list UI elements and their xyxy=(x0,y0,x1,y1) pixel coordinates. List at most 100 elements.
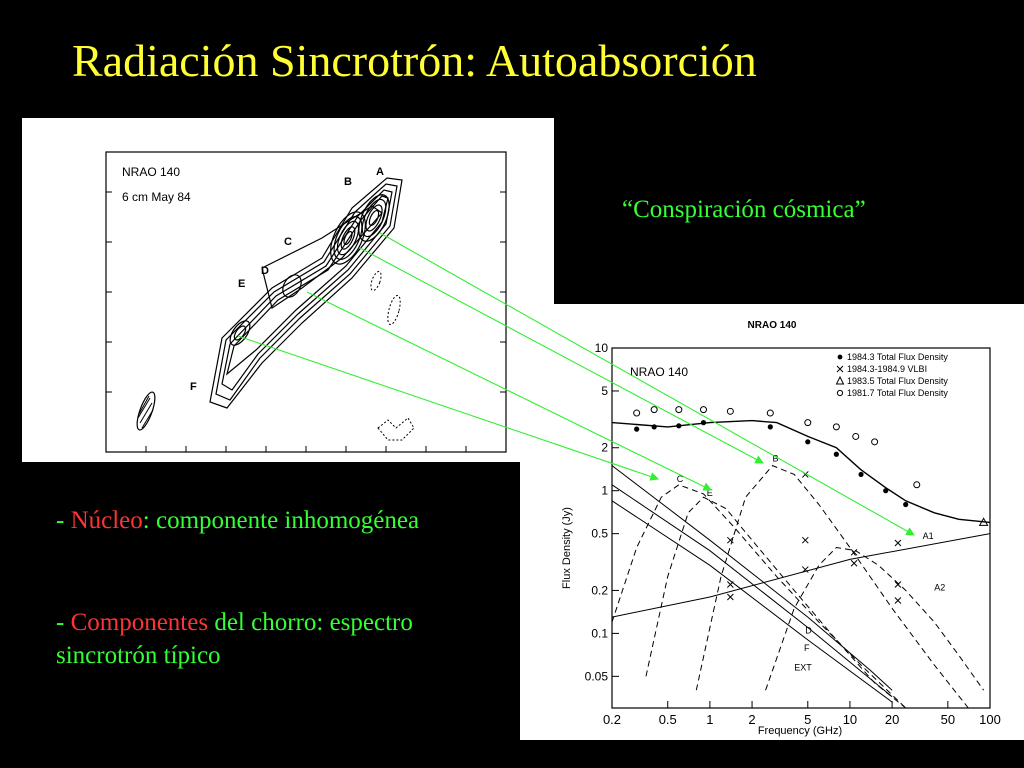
chart-inset-label: NRAO 140 xyxy=(630,365,688,379)
bullet-text: componente inhomogénea xyxy=(155,507,420,534)
point-vlbi-1984 xyxy=(801,566,809,573)
spectrum-figure: NRAO 140 NRAO 140 Frequency (GHz) Flux D… xyxy=(520,304,1024,740)
spectrum-chart: NRAO 140 NRAO 140 Frequency (GHz) Flux D… xyxy=(561,320,1001,737)
y-tick-label: 5 xyxy=(601,384,608,398)
point-total-1981-7 xyxy=(766,409,774,417)
y-tick-label: 1 xyxy=(601,484,608,498)
bullet-dash: - xyxy=(56,507,71,534)
point-total-1981-7 xyxy=(726,407,734,415)
radio-map-figure: NRAO 140 6 cm May 84 xyxy=(22,118,554,462)
legend-label: 1984.3-1984.9 VLBI xyxy=(847,364,927,374)
x-tick-label: 1 xyxy=(706,712,713,727)
component-label-B: B xyxy=(344,176,352,188)
x-tick-label: 20 xyxy=(885,712,899,727)
bullet-dash: - xyxy=(56,609,71,636)
point-total-1984-3 xyxy=(903,501,909,508)
point-total-1984-3 xyxy=(883,488,889,494)
point-total-1981-7 xyxy=(832,423,840,431)
series-total xyxy=(611,419,991,524)
curve-label-b: B xyxy=(773,454,779,464)
point-vlbi-1984 xyxy=(850,559,858,567)
point-vlbi-1984 xyxy=(894,581,902,588)
legend-label: 1983.5 Total Flux Density xyxy=(847,376,948,386)
curve-label-ext: EXT xyxy=(794,662,812,672)
point-total-1984-3 xyxy=(767,424,773,430)
jet-contours xyxy=(136,177,403,431)
point-vlbi-1984 xyxy=(801,536,809,544)
y-tick-label: 10 xyxy=(595,341,609,355)
series-d xyxy=(611,500,893,703)
point-total-1981-7 xyxy=(913,481,921,489)
point-total-1981-7 xyxy=(675,406,683,414)
curve-label-e: E xyxy=(707,488,713,498)
point-total-1981-7 xyxy=(650,406,658,414)
component-label-F: F xyxy=(190,381,197,393)
series-ext xyxy=(611,465,893,691)
y-tick-label: 0.2 xyxy=(591,583,608,597)
point-total-1981-7 xyxy=(804,419,812,427)
bullet-highlight: Componentes xyxy=(70,609,209,636)
legend-label: 1984.3 Total Flux Density xyxy=(847,352,948,362)
y-tick-label: 2 xyxy=(601,441,608,455)
point-vlbi-1984 xyxy=(727,581,734,588)
legend-marker-x xyxy=(836,365,844,373)
x-tick-label: 0.5 xyxy=(659,712,677,727)
curve-label-d: D xyxy=(805,625,812,635)
series-c xyxy=(611,484,907,709)
point-total-1984-3 xyxy=(651,424,657,430)
y-tick-label: 0.05 xyxy=(585,669,609,683)
point-vlbi-1984 xyxy=(801,471,809,478)
point-vlbi-1984 xyxy=(727,536,734,544)
point-total-1984-3 xyxy=(833,451,839,457)
x-axis-label: Frequency (GHz) xyxy=(758,725,842,737)
point-total-1984-3 xyxy=(700,420,707,426)
quote-text: “Conspiración cósmica” xyxy=(622,196,866,223)
point-total-1981-7 xyxy=(699,406,707,414)
point-total-1981-7 xyxy=(871,438,879,446)
x-tick-label: 50 xyxy=(941,712,955,727)
point-total-1984-3 xyxy=(634,426,640,432)
series-a1 xyxy=(611,533,991,618)
component-label-E: E xyxy=(238,278,245,290)
x-tick-label: 2 xyxy=(748,712,755,727)
series-a2 xyxy=(765,546,985,691)
point-vlbi-1984 xyxy=(894,539,902,547)
legend-marker-triangle xyxy=(835,375,845,385)
point-total-1984-3 xyxy=(858,471,864,478)
bullet-separator: : xyxy=(142,507,156,534)
point-total-1984-3 xyxy=(676,423,682,429)
bullet-nucleus: - Núcleo: componente inhomogénea xyxy=(56,504,476,537)
x-tick-label: 100 xyxy=(979,712,1001,727)
series-b xyxy=(695,465,969,709)
point-vlbi-1984 xyxy=(850,548,858,556)
bullet-jet-components: - Componentes del chorro: espectro sincr… xyxy=(56,606,476,672)
point-total-1983-5 xyxy=(978,517,989,526)
curve-label-f: F xyxy=(804,643,810,653)
curve-label-a1: A1 xyxy=(923,531,934,541)
y-tick-label: 0.1 xyxy=(591,626,608,640)
negative-contours xyxy=(370,271,415,441)
series-f xyxy=(611,484,893,698)
map-source-label: NRAO 140 xyxy=(122,165,180,179)
map-band-label: 6 cm May 84 xyxy=(122,190,191,204)
component-label-A: A xyxy=(376,166,384,178)
x-tick-label: 0.2 xyxy=(603,712,621,727)
y-axis-label: Flux Density (Jy) xyxy=(561,507,573,589)
component-label-C: C xyxy=(284,236,292,248)
x-tick-label: 10 xyxy=(843,712,857,727)
bullet-text: del chorro: espectro sincrotrón típico xyxy=(56,609,413,669)
beam-hatch xyxy=(137,395,154,429)
bullet-highlight: Núcleo xyxy=(70,507,143,534)
slide-title: Radiación Sincrotrón: Autoabsorción xyxy=(72,35,757,86)
point-total-1981-7 xyxy=(852,432,860,440)
y-tick-label: 0.5 xyxy=(591,527,608,541)
point-vlbi-1984 xyxy=(727,593,734,601)
legend-marker-circle xyxy=(836,389,844,397)
curve-label-c: C xyxy=(677,474,684,484)
point-total-1981-7 xyxy=(633,409,641,417)
radio-map-svg: NRAO 140 6 cm May 84 xyxy=(105,151,507,453)
map-ticks xyxy=(106,191,506,452)
legend-marker-dot xyxy=(837,354,843,360)
component-label-D: D xyxy=(261,265,269,277)
legend-label: 1981.7 Total Flux Density xyxy=(847,388,948,398)
